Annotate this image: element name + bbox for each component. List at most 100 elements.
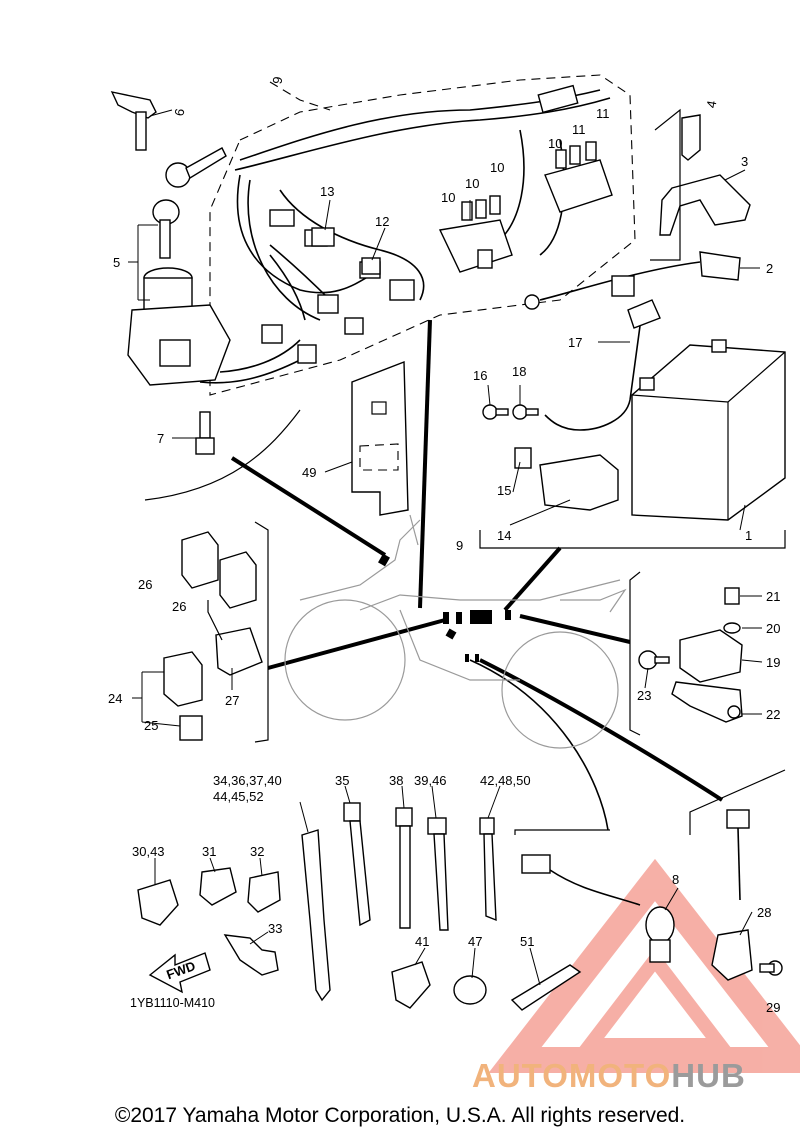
harness-dashed-outline <box>209 74 636 396</box>
motorcycle-silhouette-icon <box>284 514 627 749</box>
callout-10-a: 10 <box>441 190 455 205</box>
clamp-33-icon <box>223 934 279 976</box>
callout-38: 38 <box>389 773 403 788</box>
key-blank-icon <box>110 91 157 151</box>
relay-27-icon <box>215 627 263 676</box>
callout-30-43: 30,43 <box>132 844 165 859</box>
callout-9-top: 9 <box>269 75 285 85</box>
callout-5: 5 <box>113 255 120 270</box>
callout-26-a: 26 <box>138 577 152 592</box>
callout-25: 25 <box>144 718 158 733</box>
callout-14: 14 <box>497 528 511 543</box>
callout-10-d: 10 <box>548 136 562 151</box>
callout-10-c: 10 <box>490 160 504 175</box>
callout-4: 4 <box>703 99 719 109</box>
callout-35: 35 <box>335 773 349 788</box>
section-frame-battery <box>479 530 786 549</box>
cable-tie-34-icon <box>301 829 331 1002</box>
harness-leader-dashed <box>269 81 331 111</box>
callout-7: 7 <box>157 431 164 446</box>
bracket-4-icon <box>681 114 701 161</box>
fuse-box-right-icon <box>544 141 613 213</box>
relay-26-icon <box>181 531 257 609</box>
callout-29: 29 <box>766 1000 780 1015</box>
callout-6: 6 <box>171 107 187 117</box>
watermark-text-part1: AUTOMOTO <box>472 1057 672 1094</box>
relay-link-line <box>207 600 223 641</box>
callout-11-b: 11 <box>596 106 610 121</box>
callout-1: 1 <box>745 528 752 543</box>
callout-49: 49 <box>302 465 316 480</box>
clamp-41-icon <box>391 961 431 1009</box>
battery-band-icon <box>659 174 751 236</box>
callout-15: 15 <box>497 483 511 498</box>
battery-icon <box>631 339 786 521</box>
callout-28: 28 <box>757 905 771 920</box>
clamp-30-icon <box>137 879 179 926</box>
callout-20: 20 <box>766 621 780 636</box>
ignition-keys-icon <box>152 147 227 259</box>
bolt-7-icon <box>195 411 215 455</box>
callout-21: 21 <box>766 589 780 604</box>
callout-44-45-52: 44,45,52 <box>213 789 264 804</box>
callout-27: 27 <box>225 693 239 708</box>
battery-cable-2-icon <box>524 251 741 310</box>
callout-10-b: 10 <box>465 176 479 191</box>
clamp-47-icon <box>453 975 487 1005</box>
callout-24: 24 <box>108 691 122 706</box>
bolt-18-icon <box>512 404 539 420</box>
callout-42-48-50: 42,48,50 <box>480 773 531 788</box>
cable-tie-39-icon <box>427 817 449 931</box>
callout-8: 8 <box>672 872 679 887</box>
callout-16: 16 <box>473 368 487 383</box>
battery-cable-17-icon <box>544 299 661 431</box>
section-frame-28 <box>689 769 786 835</box>
cable-tie-38-icon <box>395 807 413 929</box>
cable-tie-35-icon <box>343 802 371 927</box>
copyright-notice: ©2017 Yamaha Motor Corporation, U.S.A. A… <box>114 1104 686 1127</box>
callout-2: 2 <box>766 261 773 276</box>
main-switch-assy-icon <box>127 267 231 386</box>
bike-component-markers <box>378 553 511 662</box>
connector-12-icon <box>361 257 381 275</box>
drawing-code: 1YB1110-M410 <box>130 996 216 1010</box>
bolt-29-icon <box>759 960 783 976</box>
fuse-box-left-icon <box>438 195 513 273</box>
fwd-arrow-icon <box>148 952 211 994</box>
section-frame-sensor <box>629 571 641 736</box>
sensor-28-icon <box>711 809 753 981</box>
callout-19: 19 <box>766 655 780 670</box>
callout-3: 3 <box>741 154 748 169</box>
relay-25-icon <box>179 715 203 741</box>
bolt-16-icon <box>482 404 509 420</box>
callout-11-a: 11 <box>572 122 586 137</box>
callout-18: 18 <box>512 364 526 379</box>
bracket-outline <box>650 108 681 261</box>
watermark-text-part2: HUB <box>671 1057 746 1094</box>
callout-34-36-37-40: 34,36,37,40 <box>213 773 282 788</box>
callout-31: 31 <box>202 844 216 859</box>
relay-13-icon <box>311 227 335 247</box>
section-frame-8 <box>514 829 610 835</box>
callout-17: 17 <box>568 335 582 350</box>
leader-lines <box>128 109 763 986</box>
callout-41: 41 <box>415 934 429 949</box>
watermark-triangle-icon <box>488 858 800 1073</box>
callout-32: 32 <box>250 844 264 859</box>
callout-13: 13 <box>320 184 334 199</box>
sensor-8-icon <box>521 854 675 963</box>
sensor-19-icon <box>671 629 743 723</box>
relay-24-icon <box>163 651 203 707</box>
protector-51-icon <box>510 964 582 1011</box>
callout-9: 9 <box>456 538 463 553</box>
clamp-31-icon <box>199 867 237 906</box>
callout-47: 47 <box>468 934 482 949</box>
section-frame-relays <box>254 521 269 743</box>
callout-33: 33 <box>268 921 282 936</box>
bolt-23-icon <box>638 650 670 670</box>
nut-22-icon <box>727 705 741 719</box>
wire-harness <box>199 84 611 384</box>
bolt-21-icon <box>724 587 740 605</box>
cover-49-icon <box>351 360 409 516</box>
